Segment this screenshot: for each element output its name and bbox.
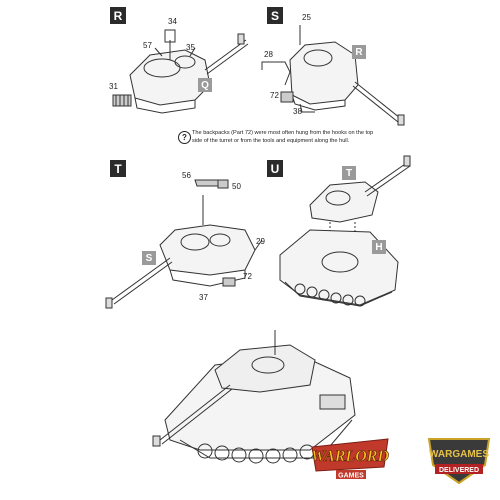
backpack-note: The backpacks (Part 72) were most often … [192,130,374,144]
subassembly-s-label: S [142,251,156,265]
final-tank-drawing [152,330,356,464]
subassembly-q-label: Q [198,78,212,92]
step-u-badge: U [267,160,283,177]
part-25-label: 25 [302,13,311,22]
part-72-label-t: 72 [243,272,252,281]
part-38-label: 38 [293,107,302,116]
wargames-logo-subtext: DELIVERED [439,467,479,474]
part-50-label: 50 [232,182,241,191]
turret-s-drawing [261,25,405,126]
step-r-badge: R [110,7,126,24]
warlord-logo-subtext: GAMES [338,473,364,480]
warlord-games-logo: WARLORD GAMES [311,438,390,480]
part-56-label: 56 [182,171,191,180]
turret-r-drawing [112,29,249,114]
part-57-label: 57 [143,41,152,50]
question-icon: ? [178,131,191,144]
part-35-label: 35 [186,43,195,52]
part-34-label: 34 [168,17,177,26]
warlord-logo-text: WARLORD [311,448,389,465]
part-29-label: 29 [256,237,265,246]
part-28-label: 28 [264,50,273,59]
subassembly-t-label: T [342,166,356,180]
part-37-label: 37 [199,293,208,302]
subassembly-r-label: R [352,45,366,59]
part-72-label-s: 72 [270,91,279,100]
wargames-logo-text: WARGAMES [429,449,489,460]
wargames-delivered-logo: WARGAMES DELIVERED [427,438,491,485]
step-t-badge: T [110,160,126,177]
part-31-label: 31 [109,82,118,91]
subassembly-h-label: H [372,240,386,254]
step-s-badge: S [267,7,283,24]
hull-u-drawing [279,155,411,307]
turret-t-drawing [105,179,263,309]
